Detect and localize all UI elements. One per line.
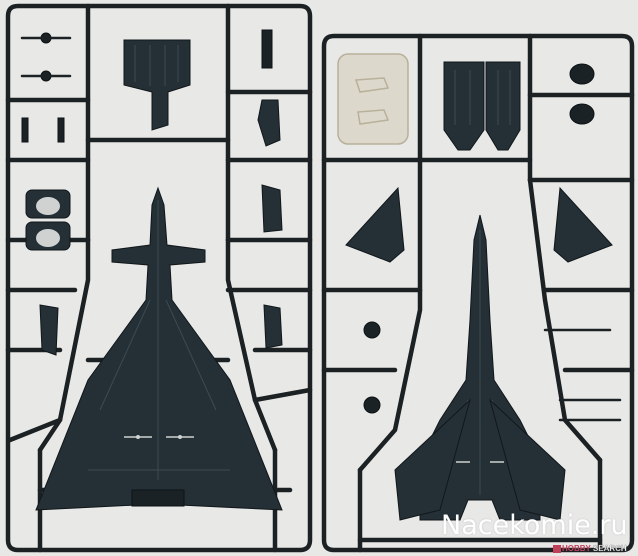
watermark-text: Nacekomie.ru bbox=[441, 510, 628, 541]
logo-mark-icon bbox=[553, 544, 561, 553]
hobby-search-logo: HOBBY SEARCH bbox=[553, 543, 627, 554]
left-sprue-frame bbox=[5, 3, 313, 553]
logo-search-text: SEARCH bbox=[592, 543, 627, 553]
right-sprue-frame bbox=[321, 33, 635, 553]
logo-hobby-text: HOBBY bbox=[562, 543, 591, 553]
